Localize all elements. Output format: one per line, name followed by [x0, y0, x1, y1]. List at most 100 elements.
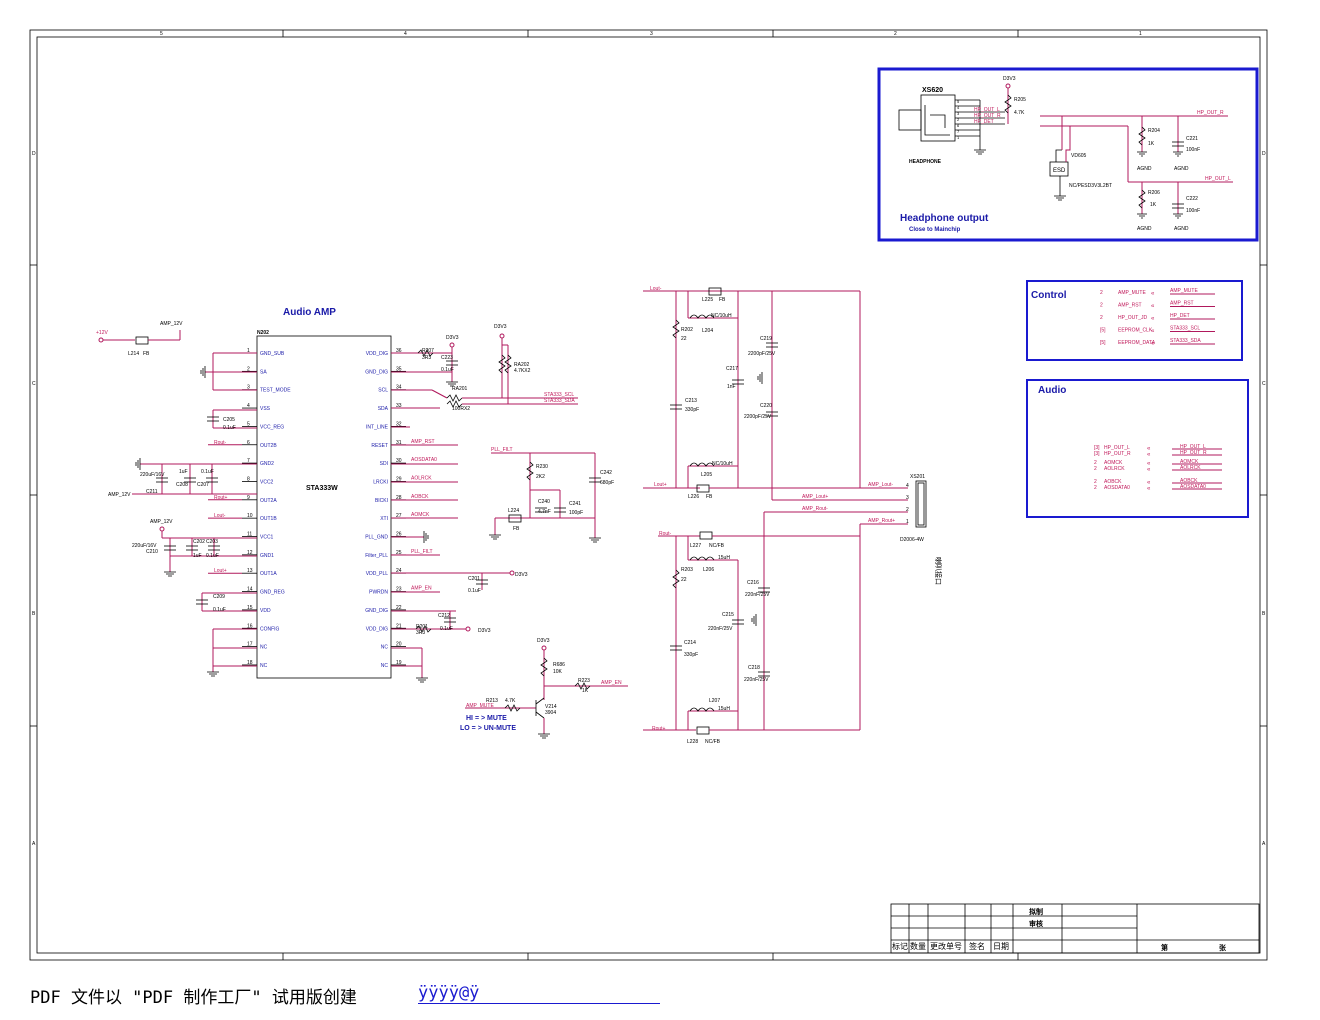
offpage-port[interactable]: HP_OUT_L: [1104, 445, 1130, 451]
chip-pin-name: GND_SUB: [260, 351, 285, 357]
offpage-arrow: «: [1151, 316, 1155, 322]
offpage-port[interactable]: AOSDATA0: [1104, 485, 1130, 491]
chip-pin-number: 18: [247, 660, 253, 666]
chip-net-label: AOLRCK: [411, 475, 432, 481]
esd-diode: ESD VD605 NC/PESD3V3L2BT: [1049, 116, 1112, 201]
svg-text:FB: FB: [513, 526, 520, 532]
svg-text:Rout-: Rout-: [659, 531, 672, 537]
svg-text:AMP_Lout+: AMP_Lout+: [802, 494, 828, 500]
svg-text:日期: 日期: [993, 942, 1009, 951]
svg-text:R223: R223: [578, 678, 590, 684]
chip-pin-name: VCC2: [260, 479, 274, 485]
chip-pin-name: SCL: [378, 388, 388, 394]
chip-pin-number: 6: [247, 440, 250, 446]
svg-text:7: 7: [957, 129, 960, 134]
svg-text:STA333_SCL: STA333_SCL: [544, 392, 574, 398]
svg-text:C202: C202: [193, 539, 205, 545]
chip-pin-number: 27: [396, 513, 402, 519]
svg-text:审核: 审核: [1029, 919, 1043, 928]
offpage-net: AOLRCK: [1180, 465, 1201, 471]
chip-pin-number: 31: [396, 440, 402, 446]
border-label-top: 3: [650, 31, 653, 37]
svg-text:R206: R206: [1148, 190, 1160, 196]
headphone-output-block: Headphone output Close to Mainchip XS620…: [877, 67, 1259, 242]
headphone-subtitle: Close to Mainchip: [909, 227, 961, 233]
svg-text:C205: C205: [223, 417, 235, 423]
svg-text:RA201: RA201: [452, 386, 468, 392]
offpage-arrow: «: [1147, 480, 1151, 486]
svg-text:D3V3: D3V3: [537, 638, 550, 644]
chip-pin-number: 28: [396, 495, 402, 501]
svg-text:2200pF/25V: 2200pF/25V: [744, 414, 772, 420]
chip-pin-number: 24: [396, 568, 402, 574]
border-label-top: 2: [894, 31, 897, 37]
svg-text:FB: FB: [143, 351, 150, 357]
offpage-port[interactable]: HP_OUT_JD: [1118, 315, 1148, 321]
offpage-port[interactable]: AOBCK: [1104, 479, 1122, 485]
svg-text:第: 第: [1161, 943, 1168, 952]
chip-pin-number: 13: [247, 568, 253, 574]
svg-text:100nF: 100nF: [1186, 147, 1200, 153]
svg-text:R213: R213: [486, 698, 498, 704]
svg-text:Rout+: Rout+: [652, 726, 666, 732]
svg-text:3R3: 3R3: [416, 630, 425, 636]
svg-text:0.1uF: 0.1uF: [223, 425, 236, 431]
chip-pin-name: VDD_PLL: [366, 571, 388, 577]
svg-text:VD605: VD605: [1071, 153, 1087, 159]
svg-text:FB: FB: [719, 297, 726, 303]
svg-text:NC/10uH: NC/10uH: [712, 461, 733, 467]
border-label-top: 4: [404, 31, 407, 37]
svg-text:STA333_SDA: STA333_SDA: [544, 398, 575, 404]
svg-text:C208: C208: [176, 482, 188, 488]
offpage-arrow: «: [1147, 486, 1151, 492]
chip-pin-number: 22: [396, 605, 402, 611]
svg-text:0.1uF: 0.1uF: [441, 367, 454, 373]
chip-pin-number: 35: [396, 366, 402, 372]
mute-hint-lo: LO = > UN-MUTE: [460, 725, 516, 732]
svg-text:330pF: 330pF: [685, 407, 699, 413]
svg-text:100pF: 100pF: [569, 510, 583, 516]
offpage-port[interactable]: AOLRCK: [1104, 466, 1125, 472]
border-label-side: A: [32, 841, 36, 847]
svg-text:RA202: RA202: [514, 362, 530, 368]
chip-pin-name: NC: [381, 663, 389, 669]
svg-text:AGND: AGND: [1174, 166, 1189, 172]
svg-text:5: 5: [957, 99, 960, 104]
chip-pin-name: NC: [260, 663, 268, 669]
svg-text:C241: C241: [569, 501, 581, 507]
chip-net-label: Lout+: [214, 568, 227, 574]
svg-text:0.1uF: 0.1uF: [206, 553, 219, 559]
chip-pin-number: 34: [396, 385, 402, 391]
chip-pin-name: VSS: [260, 406, 271, 412]
svg-text:AMP_EN: AMP_EN: [601, 680, 622, 686]
offpage-port[interactable]: HP_OUT_R: [1104, 451, 1131, 457]
svg-text:220nF/25V: 220nF/25V: [708, 626, 733, 632]
offpage-arrow: «: [1147, 452, 1151, 458]
chip-pin-name: BICKI: [375, 498, 388, 504]
chip-pin-number: 20: [396, 642, 402, 648]
offpage-port[interactable]: AMP_RST: [1118, 303, 1142, 309]
chip-pin-number: 16: [247, 623, 253, 629]
offpage-port[interactable]: AOMCK: [1104, 460, 1123, 466]
sta333w-chip: [256, 335, 392, 679]
offpage-net: HP_OUT_L: [1180, 444, 1206, 450]
svg-text:C207: C207: [197, 482, 209, 488]
footer-link[interactable]: ÿÿÿÿ@ÿ: [418, 983, 660, 1004]
offpage-port[interactable]: EEPROM_CLK: [1118, 328, 1153, 334]
offpage-port[interactable]: EEPROM_DATA: [1118, 340, 1156, 346]
svg-text:XS620: XS620: [922, 87, 943, 94]
svg-text:AMP_Rout-: AMP_Rout-: [802, 506, 828, 512]
svg-text:220uF/16V: 220uF/16V: [132, 543, 157, 549]
svg-text:数量: 数量: [910, 941, 926, 951]
border-label-side: B: [1262, 611, 1266, 617]
chip-pin-number: 12: [247, 550, 253, 556]
chip-pin-name: SA: [260, 369, 267, 375]
offpage-sheet-ref: 2: [1094, 479, 1097, 485]
pdf-trial-note: PDF 文件以 "PDF 制作工厂" 试用版创建: [30, 988, 357, 1008]
chip-pin-number: 17: [247, 642, 253, 648]
offpage-port[interactable]: AMP_MUTE: [1118, 290, 1146, 296]
chip-pin-number: 30: [396, 458, 402, 464]
chip-pin-name: NC: [381, 645, 389, 651]
border-label-side: C: [1262, 381, 1266, 387]
svg-text:1K: 1K: [1150, 202, 1157, 208]
